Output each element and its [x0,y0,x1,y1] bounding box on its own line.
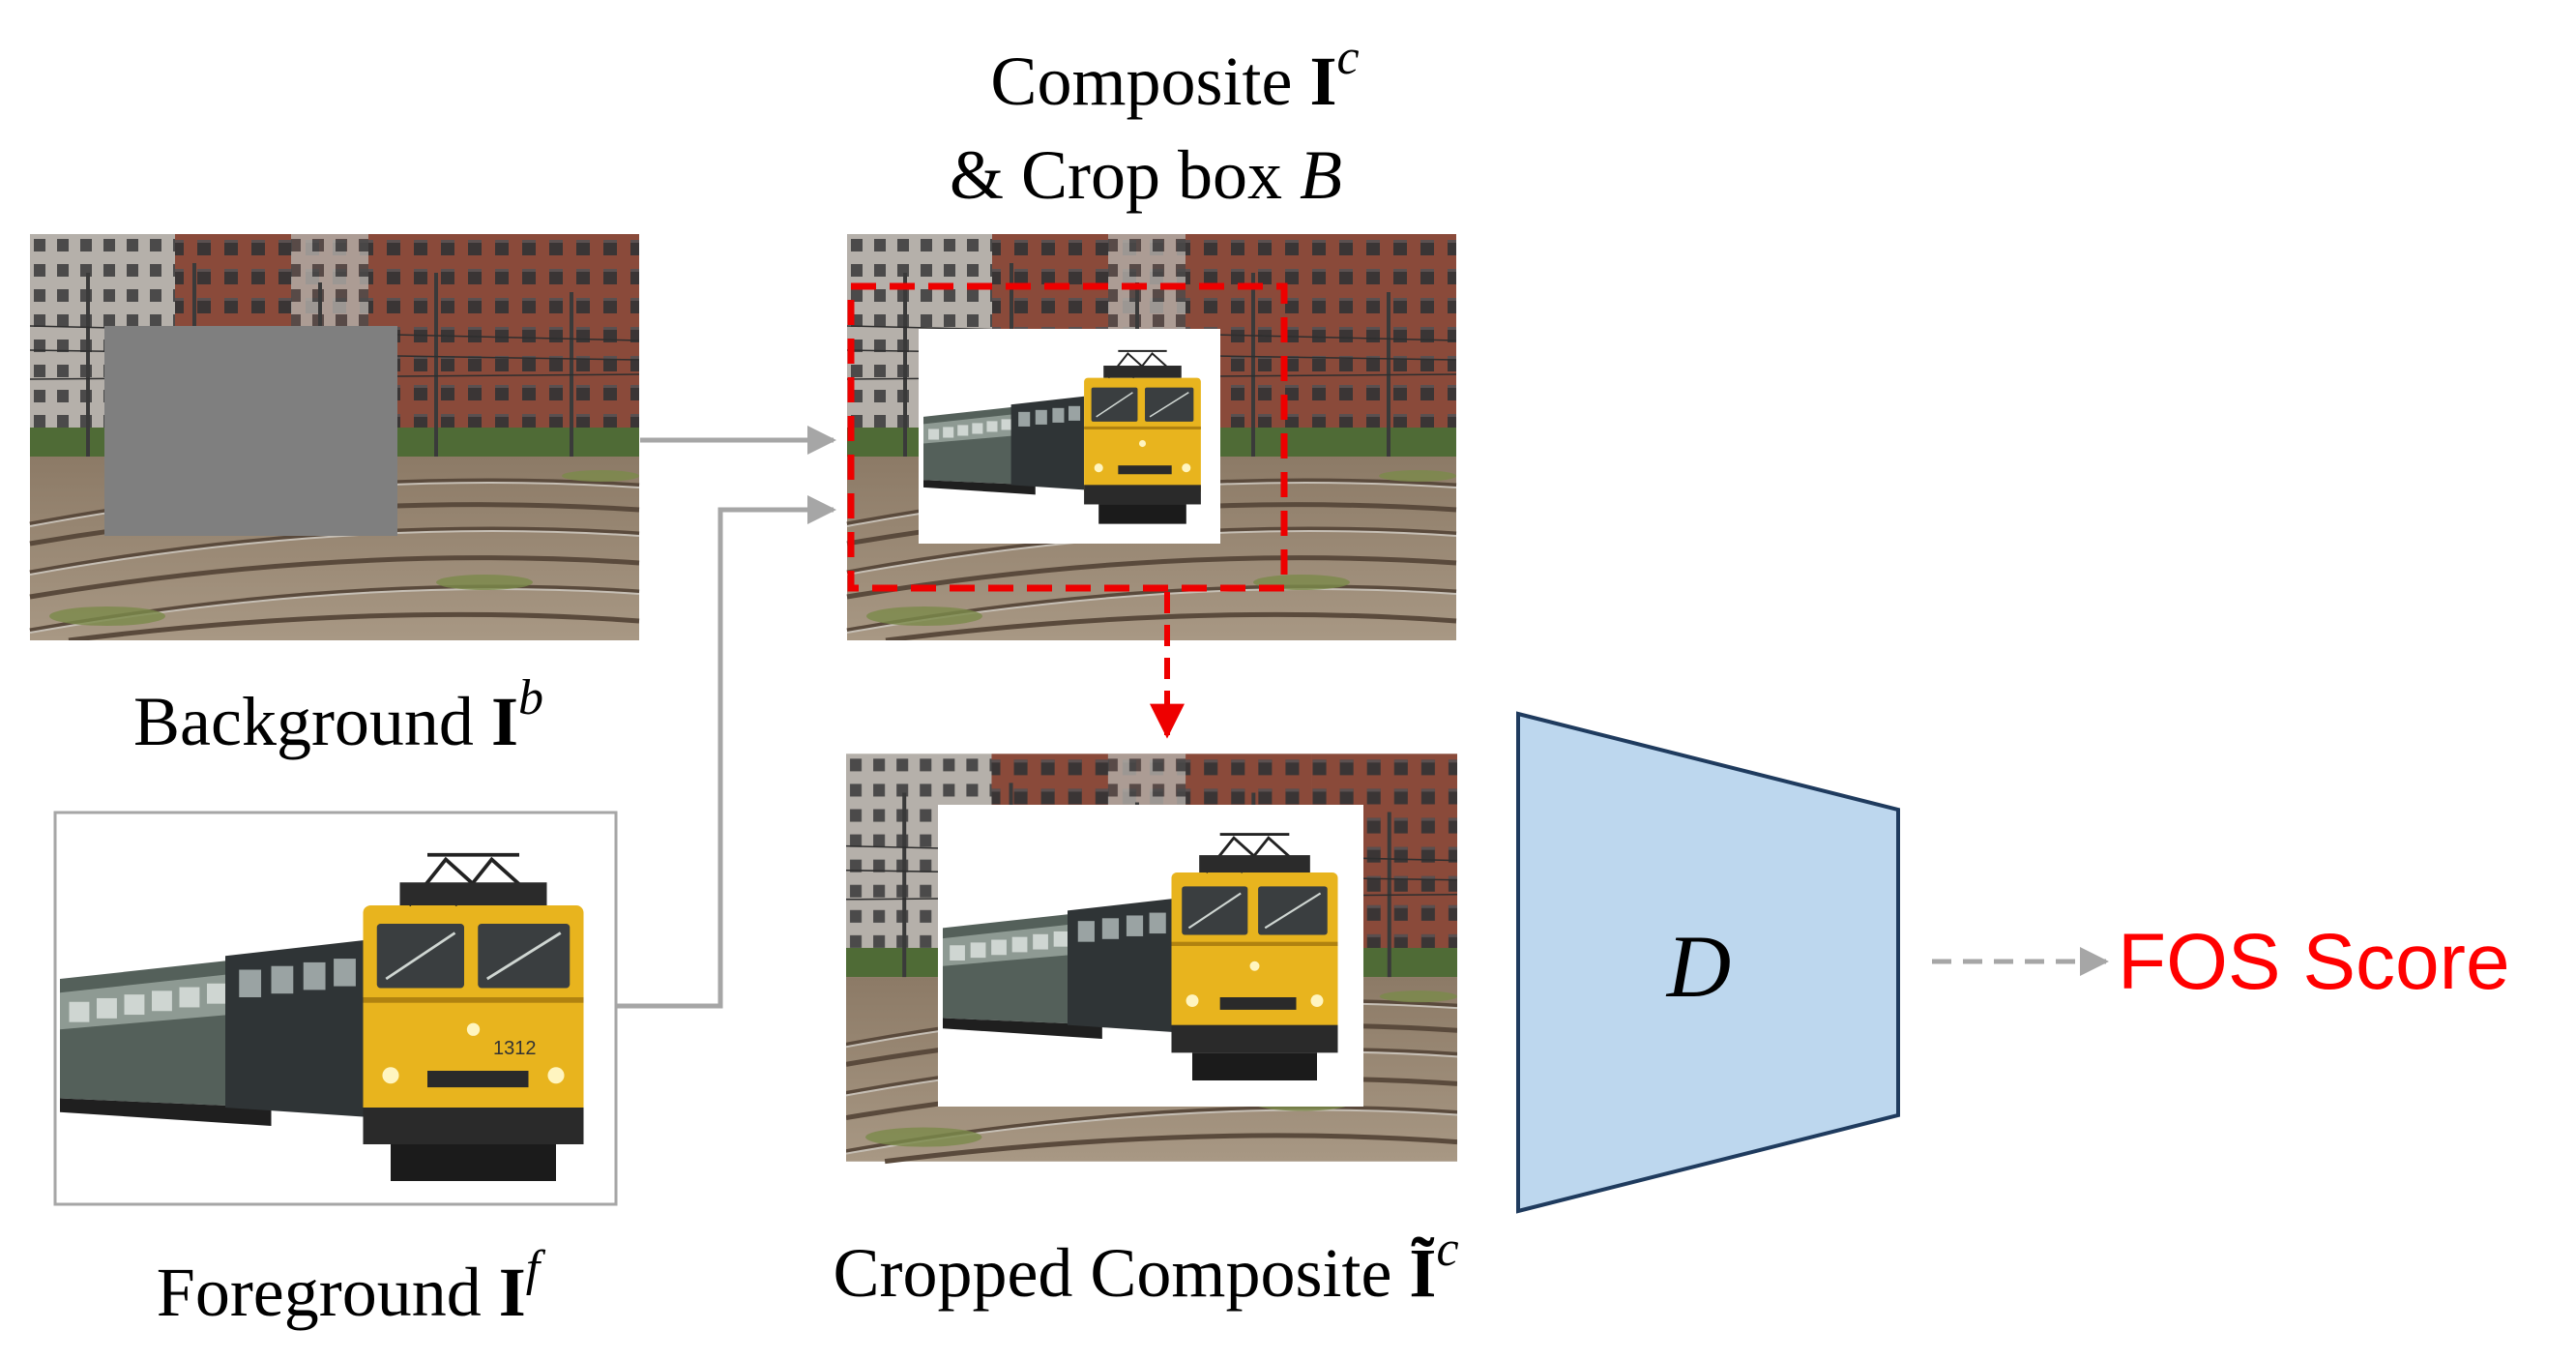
fos-score-label: FOS Score [2118,918,2510,1006]
discriminator-label: D [1665,917,1731,1016]
background-label: Background Ib [133,670,543,760]
composite-image [847,234,1456,640]
discriminator-block: D [1516,711,1900,1214]
cropped-composite-image [846,754,1457,1161]
foreground-label: Foreground If [157,1241,546,1331]
foreground-placeholder-box [104,326,397,536]
composite-label-line2: & Crop box B [950,136,1342,214]
foreground-to-composite-arrow [616,495,836,1009]
foreground-image: 1312 [53,811,618,1206]
cropped-composite-label: Cropped Composite Ĩc [833,1222,1458,1312]
composite-label-line1: Composite Ic [990,30,1359,120]
train-number: 1312 [493,1038,537,1059]
background-image [30,234,639,640]
crop-box [847,282,1288,592]
